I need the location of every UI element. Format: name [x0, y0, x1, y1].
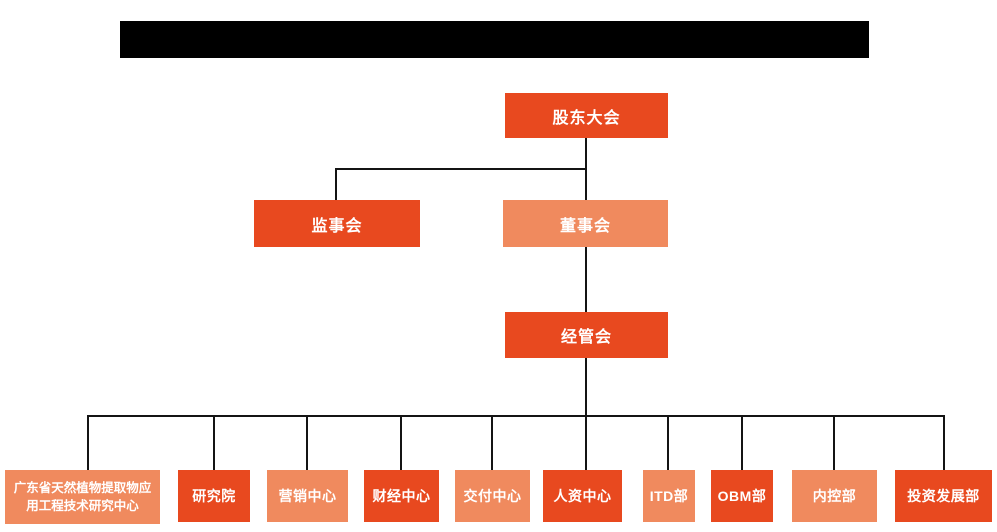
node-shareholders-meeting: 股东大会 — [505, 93, 668, 138]
connector-drop-obm-dept — [741, 415, 743, 470]
connector-board-to-management — [585, 247, 587, 312]
node-itd-dept: ITD部 — [643, 470, 695, 522]
node-investment-development-dept: 投资发展部 — [895, 470, 992, 522]
connector-drop-itd-dept — [667, 415, 669, 470]
connector-to-supervisory — [335, 168, 337, 200]
connector-drop-marketing-center — [306, 415, 308, 470]
connector-drop-research-institute — [213, 415, 215, 470]
connector-drop-internal-control-dept — [833, 415, 835, 470]
node-research-center: 广东省天然植物提取物应用工程技术研究中心 — [5, 470, 160, 524]
node-obm-dept: OBM部 — [711, 470, 773, 522]
connector-drop-finance-center — [400, 415, 402, 470]
node-finance-center: 财经中心 — [364, 470, 439, 522]
node-delivery-center: 交付中心 — [455, 470, 530, 522]
node-board-of-directors: 董事会 — [503, 200, 668, 247]
node-research-institute: 研究院 — [178, 470, 250, 522]
node-hr-center: 人资中心 — [543, 470, 622, 522]
connector-branch-level2 — [335, 168, 587, 170]
node-marketing-center: 营销中心 — [267, 470, 348, 522]
node-supervisory-board: 监事会 — [254, 200, 420, 247]
connector-branch-leaves — [87, 415, 945, 417]
redacted-title-bar — [120, 21, 869, 58]
connector-drop-investment-dept — [943, 415, 945, 470]
node-management-committee: 经管会 — [505, 312, 668, 358]
connector-drop-research-center — [87, 415, 89, 470]
node-internal-control-dept: 内控部 — [792, 470, 877, 522]
connector-management-to-row — [585, 358, 587, 470]
connector-drop-delivery-center — [491, 415, 493, 470]
